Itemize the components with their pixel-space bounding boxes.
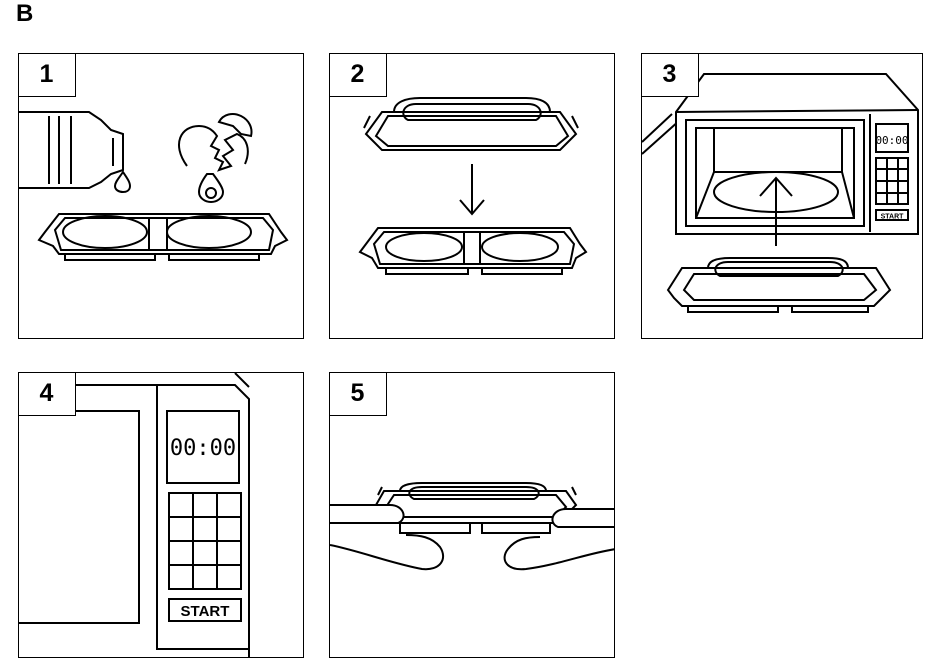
cracked-egg-icon — [178, 113, 253, 204]
egg-tray-icon — [37, 213, 289, 261]
microwave-icon: 00:00 START — [642, 73, 919, 235]
step-2-panel: 2 — [329, 53, 615, 339]
step-2-number: 2 — [330, 54, 387, 97]
step-4-number: 4 — [19, 373, 76, 416]
step-3-start-label: START — [881, 214, 905, 221]
lid-icon — [666, 257, 892, 313]
step-3-display: 00:00 — [875, 134, 908, 147]
step-4-display: 00:00 — [170, 436, 236, 461]
step-4-panel: 4 00:00 START — [18, 372, 304, 658]
down-arrow-icon — [459, 164, 485, 216]
step-3-number: 3 — [642, 54, 699, 97]
step-5-number: 5 — [330, 373, 387, 416]
hands-icon — [330, 504, 614, 571]
water-bottle-icon — [19, 111, 124, 189]
section-letter: B — [16, 0, 34, 27]
egg-tray-icon — [358, 227, 588, 275]
lid-icon — [363, 97, 579, 151]
lid-icon — [374, 482, 578, 534]
step-5-panel: 5 — [329, 372, 615, 658]
step-1-number: 1 — [19, 54, 76, 97]
step-4-start-label: START — [181, 603, 230, 620]
step-3-panel: 3 00:00 START — [641, 53, 923, 339]
microwave-icon: 00:00 START — [19, 373, 250, 657]
water-drop-icon — [113, 170, 132, 194]
up-arrow-icon — [759, 176, 793, 246]
step-1-panel: 1 — [18, 53, 304, 339]
